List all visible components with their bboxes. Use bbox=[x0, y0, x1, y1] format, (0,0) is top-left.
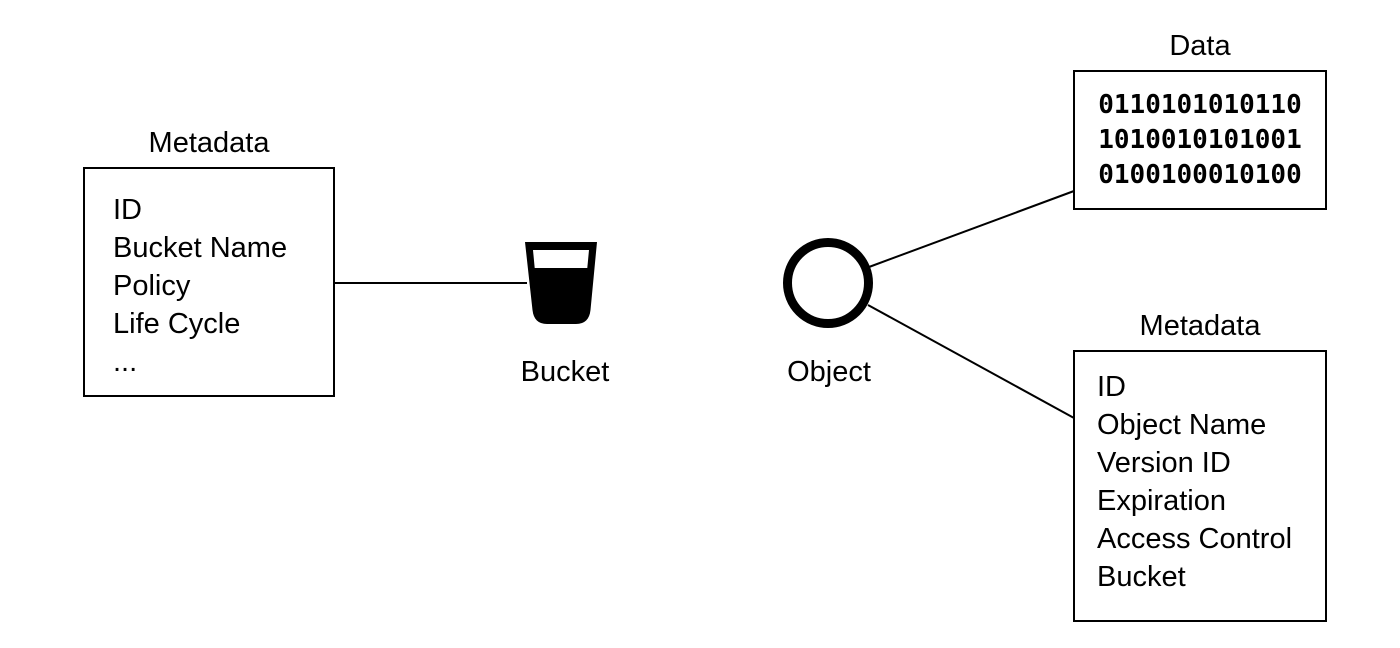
bucket-metadata-list: ID Bucket Name Policy Life Cycle ... bbox=[113, 191, 333, 381]
object-icon bbox=[783, 238, 873, 328]
object-data-connector bbox=[868, 190, 1075, 268]
object-metadata-item: Version ID bbox=[1097, 447, 1231, 479]
object-metadata-box: ID Object Name Version ID Expiration Acc… bbox=[1073, 350, 1327, 622]
data-title: Data bbox=[1169, 30, 1231, 62]
object-metadata-item: Access Control bbox=[1097, 523, 1293, 555]
object-metadata-item: Bucket bbox=[1097, 561, 1186, 593]
object-metadata-item: ID bbox=[1097, 371, 1126, 403]
binary-line: 0110101010110 bbox=[1098, 90, 1302, 120]
object-metadata-connector bbox=[867, 304, 1075, 419]
bucket-metadata-item: ID bbox=[113, 194, 142, 226]
object-metadata-item: Expiration bbox=[1097, 485, 1226, 517]
bucket-metadata-item: ... bbox=[113, 346, 138, 378]
bucket-metadata-item: Life Cycle bbox=[113, 308, 241, 340]
bucket-metadata-title: Metadata bbox=[148, 127, 270, 159]
data-box: 0110101010110 1010010101001 010010001010… bbox=[1073, 70, 1327, 210]
bucket-metadata-box: ID Bucket Name Policy Life Cycle ... bbox=[83, 167, 335, 397]
object-label: Object bbox=[787, 356, 871, 388]
bucket-metadata-item: Policy bbox=[113, 270, 191, 302]
object-metadata-title: Metadata bbox=[1139, 310, 1261, 342]
bucket-label: Bucket bbox=[520, 356, 610, 388]
bucket-icon bbox=[525, 242, 597, 324]
binary-line: 0100100010100 bbox=[1098, 160, 1302, 190]
binary-line: 1010010101001 bbox=[1098, 125, 1302, 155]
object-metadata-item: Object Name bbox=[1097, 409, 1267, 441]
binary-data: 0110101010110 1010010101001 010010001010… bbox=[1075, 88, 1325, 193]
object-metadata-list: ID Object Name Version ID Expiration Acc… bbox=[1097, 368, 1325, 596]
bucket-metadata-item: Bucket Name bbox=[113, 232, 288, 264]
